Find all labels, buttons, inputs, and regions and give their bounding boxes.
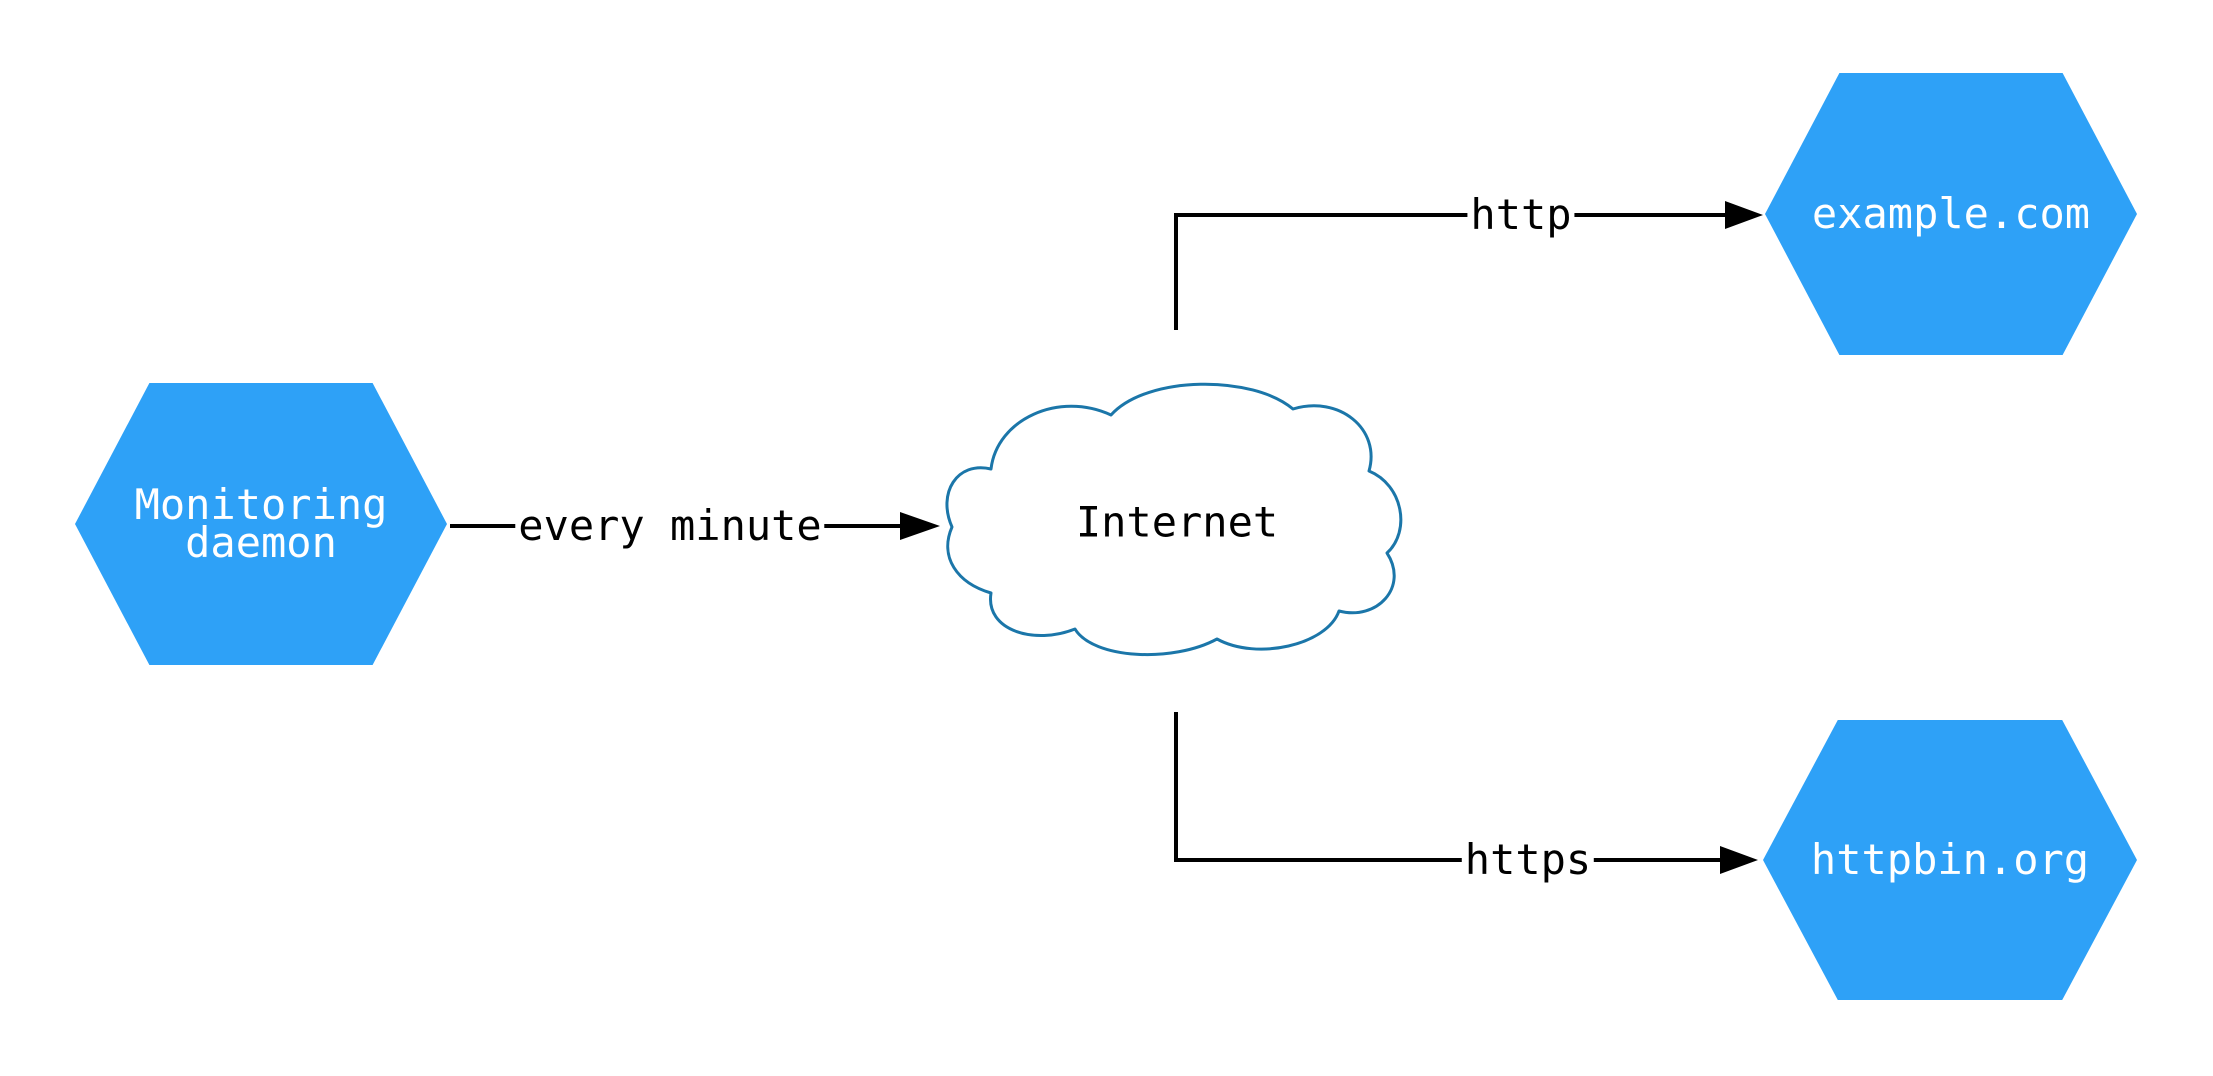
edge-http-line [1174,213,1727,330]
internet-cloud-icon [945,382,1403,657]
edge-https-line [1174,712,1722,862]
edge-every-minute-arrowhead-icon [900,512,940,540]
node-httpbin-org-label: httpbin.org [1810,835,2090,885]
edge-http-label: http [1467,194,1575,236]
node-example-com-label: example.com [1811,189,2091,239]
edge-every-minute-label: every minute [515,505,825,547]
node-monitoring-daemon-label: Monitoring daemon [134,480,388,567]
node-internet-label: Internet [1075,497,1279,547]
edge-http-arrowhead-icon [1725,201,1763,229]
node-monitoring-daemon: Monitoring daemon [75,383,447,665]
edge-https-arrowhead-icon [1720,846,1758,874]
edge-https-label: https [1461,839,1595,881]
node-httpbin-org: httpbin.org [1763,720,2137,1000]
node-example-com: example.com [1765,73,2137,355]
